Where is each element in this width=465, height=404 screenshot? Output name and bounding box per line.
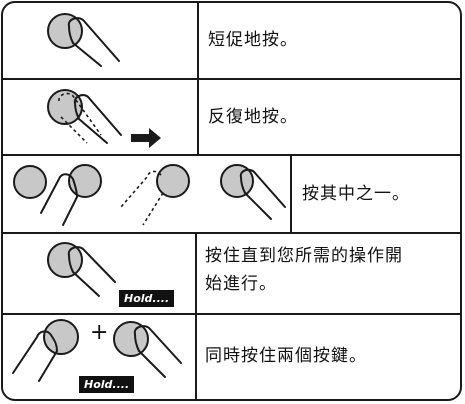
- row-1-text: 短促地按。: [208, 30, 298, 50]
- row-4-text-line-2: 始進行。: [205, 274, 277, 294]
- row-divider: [3, 313, 460, 315]
- repeated-press-icon: [47, 89, 161, 148]
- press-two-keys-icon: [12, 319, 182, 382]
- row-4-text-line-1: 按住直到您所需的操作開: [205, 246, 403, 266]
- row-divider: [3, 78, 460, 80]
- short-press-icon: [47, 13, 120, 67]
- column-divider: [290, 154, 292, 232]
- row-3-text: 按其中之一。: [302, 184, 410, 204]
- hold-press-icon: [47, 242, 116, 297]
- plus-sign: +: [90, 320, 109, 345]
- row-2-text: 反復地按。: [208, 107, 298, 127]
- row-divider: [3, 232, 460, 234]
- row-divider: [3, 154, 460, 156]
- column-divider: [197, 3, 199, 154]
- hold-badge: Hold....: [119, 290, 175, 307]
- press-one-icon: [13, 164, 286, 226]
- hold-badge: Hold....: [79, 376, 135, 393]
- column-divider: [195, 232, 197, 399]
- row-5-text: 同時按住兩個按鍵。: [205, 346, 367, 366]
